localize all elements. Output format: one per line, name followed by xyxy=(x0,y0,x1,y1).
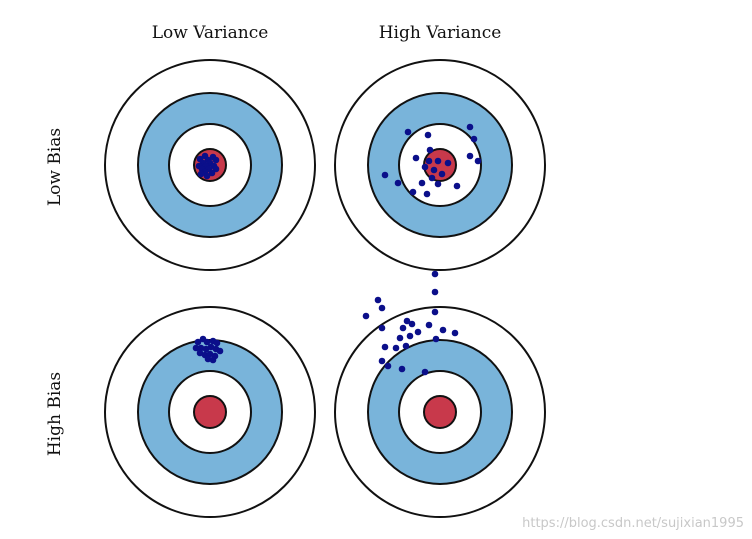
hit-point xyxy=(394,179,402,187)
hit-point xyxy=(203,338,211,346)
hit-point xyxy=(424,131,432,139)
hit-point xyxy=(396,334,404,342)
hit-point xyxy=(425,157,433,165)
hit-point xyxy=(208,169,216,177)
hit-point xyxy=(403,317,411,325)
hit-point xyxy=(470,135,478,143)
hit-point xyxy=(426,146,434,154)
hit-point xyxy=(374,296,382,304)
hit-point xyxy=(216,347,224,355)
target-grid xyxy=(104,59,546,518)
column-label-low-variance: Low Variance xyxy=(152,23,269,43)
hit-point xyxy=(404,128,412,136)
hit-point xyxy=(197,344,205,352)
hit-point xyxy=(421,163,429,171)
hit-point xyxy=(444,159,452,167)
hit-point xyxy=(212,165,220,173)
hit-point xyxy=(414,328,422,336)
bullseye xyxy=(193,395,227,429)
hit-point xyxy=(425,321,433,329)
hit-point xyxy=(408,320,416,328)
hit-point xyxy=(409,188,417,196)
hit-point xyxy=(213,339,221,347)
hit-point xyxy=(381,171,389,179)
hit-point xyxy=(204,355,212,363)
hit-point xyxy=(430,166,438,174)
target-high-bias-low-variance xyxy=(104,306,316,518)
hit-point xyxy=(203,172,211,180)
hit-point xyxy=(431,288,439,296)
row-label-high-bias: High Bias xyxy=(45,372,65,456)
hit-point xyxy=(207,343,215,351)
hit-point xyxy=(434,180,442,188)
hit-point xyxy=(412,154,420,162)
hit-point xyxy=(194,338,202,346)
target-low-bias-high-variance xyxy=(334,59,546,271)
hit-point xyxy=(439,326,447,334)
hit-point xyxy=(362,312,370,320)
hit-point xyxy=(466,123,474,131)
hit-point xyxy=(392,344,400,352)
hit-point xyxy=(474,157,482,165)
hit-point xyxy=(378,304,386,312)
hit-point xyxy=(381,343,389,351)
hit-point xyxy=(398,365,406,373)
hit-point xyxy=(192,344,200,352)
row-label-low-bias: Low Bias xyxy=(45,128,65,206)
hit-point xyxy=(431,270,439,278)
hit-point xyxy=(423,190,431,198)
hit-point xyxy=(428,174,436,182)
hit-point xyxy=(432,335,440,343)
target-high-bias-high-variance xyxy=(334,270,546,518)
hit-point xyxy=(434,157,442,165)
target-low-bias-low-variance xyxy=(104,59,316,271)
hit-point xyxy=(421,368,429,376)
hit-point xyxy=(431,308,439,316)
hit-point xyxy=(384,362,392,370)
hit-point xyxy=(438,170,446,178)
column-label-high-variance: High Variance xyxy=(379,23,502,43)
hit-point xyxy=(196,349,204,357)
hit-point xyxy=(202,345,210,353)
hit-point xyxy=(197,170,205,178)
hit-point xyxy=(466,152,474,160)
hit-point xyxy=(378,324,386,332)
hit-point xyxy=(453,182,461,190)
hit-point xyxy=(206,350,214,358)
hit-point xyxy=(418,179,426,187)
hit-point xyxy=(402,342,410,350)
hit-point xyxy=(406,332,414,340)
watermark: https://blog.csdn.net/sujixian1995 xyxy=(522,516,744,531)
hit-point xyxy=(212,156,220,164)
hit-point xyxy=(378,357,386,365)
bullseye xyxy=(423,395,457,429)
hit-point xyxy=(209,356,217,364)
hit-point xyxy=(399,324,407,332)
hit-point xyxy=(451,329,459,337)
